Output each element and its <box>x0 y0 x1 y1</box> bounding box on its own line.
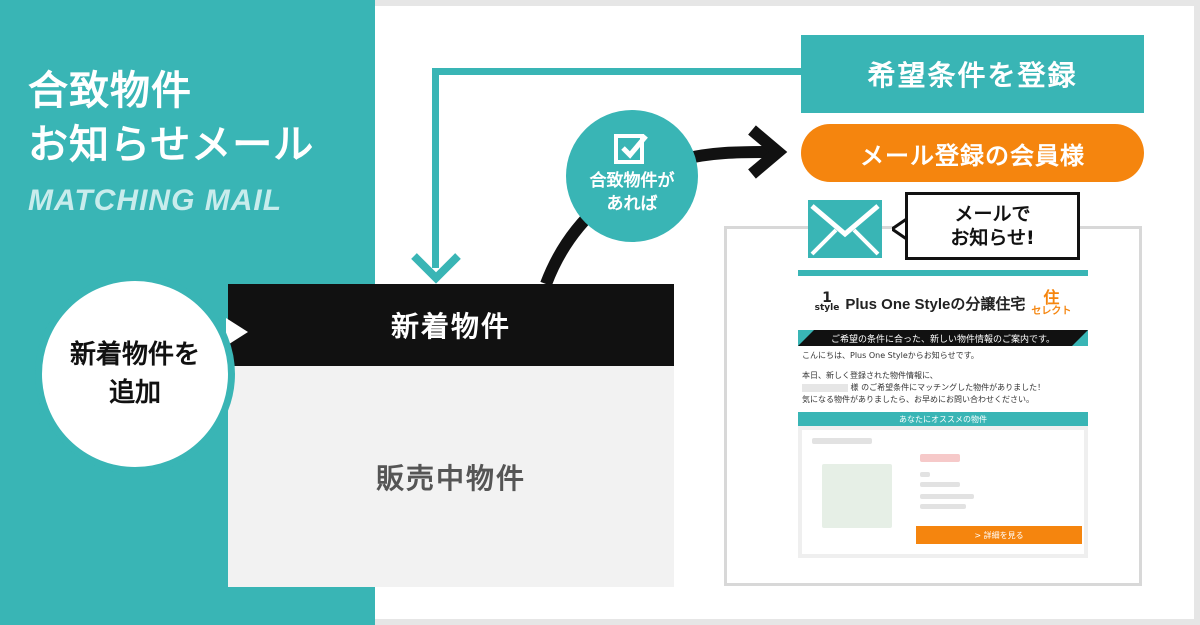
bubble-line-1: 新着物件を <box>69 340 200 370</box>
notify-line-1: メールで <box>954 203 1031 225</box>
connector-line-vertical <box>432 68 439 268</box>
blurred-text-3 <box>920 494 974 499</box>
logo-top: 1 <box>822 290 832 306</box>
view-details-button[interactable]: > 詳細を見る <box>916 526 1082 544</box>
sumai-mark-bottom: セレクト <box>1031 305 1072 317</box>
brand-row: 1 style Plus One Styleの分譲住宅 住 セレクト <box>798 276 1088 330</box>
plus-one-style-logo: 1 style <box>814 290 840 313</box>
page-title: 合致物件 お知らせメール <box>28 64 314 172</box>
page-subtitle: MATCHING MAIL <box>28 184 283 217</box>
register-conditions-box: 希望条件を登録 <box>801 35 1144 113</box>
floor-plan-image <box>822 464 892 528</box>
email-preview: 1 style Plus One Styleの分譲住宅 住 セレクト ご希望の条… <box>798 270 1088 572</box>
match-line-2: あれば <box>606 194 658 214</box>
logo-bottom: style <box>814 303 840 313</box>
recommended-property-inner: > 詳細を見る <box>802 430 1084 554</box>
blurred-text-4 <box>920 504 966 509</box>
blurred-text-1 <box>920 472 930 477</box>
title-line-2: お知らせメール <box>28 122 315 168</box>
sumai-select-logo: 住 セレクト <box>1031 287 1072 317</box>
recommended-property-card: > 詳細を見る <box>798 426 1088 558</box>
check-square-icon <box>566 130 698 166</box>
match-line-1: 合致物件が <box>589 171 675 191</box>
new-properties-panel: 新着物件 販売中物件 <box>228 284 674 587</box>
email-greeting: こんにちは、Plus One Styleからお知らせです。 <box>802 351 979 360</box>
mail-notify-box: メールで お知らせ! <box>905 192 1080 260</box>
right-frame <box>375 0 1200 625</box>
envelope-icon <box>808 200 882 258</box>
bubble-line-2: 追加 <box>108 378 161 408</box>
title-line-1: 合致物件 <box>28 68 192 114</box>
email-banner: ご希望の条件に合った、新しい物件情報のご案内です。 <box>798 330 1088 346</box>
email-body-line-2: 様 のご希望条件にマッチングした物件がありました！ <box>850 383 1046 392</box>
recipient-name-blurred <box>802 383 848 392</box>
add-new-property-bubble: 新着物件を 追加 <box>35 274 235 474</box>
blurred-price <box>920 454 960 462</box>
chevron-down-icon <box>411 253 461 284</box>
email-top-bar <box>798 270 1088 276</box>
connector-line-horizontal <box>432 68 802 75</box>
new-properties-header: 新着物件 <box>228 284 674 366</box>
bubble-tail <box>226 318 248 346</box>
email-body-line-3: 気になる物件がありましたら、お早めにお問い合わせください。 <box>802 395 1034 404</box>
on-sale-properties-label: 販売中物件 <box>375 461 526 495</box>
mail-member-pill: メール登録の会員様 <box>801 124 1144 182</box>
notify-line-2: お知らせ! <box>950 227 1035 249</box>
blurred-text-2 <box>920 482 960 487</box>
sumai-mark-top: 住 <box>1043 287 1060 307</box>
email-body: こんにちは、Plus One Styleからお知らせです。 本日、新しく登録され… <box>798 346 1088 406</box>
email-body-line-1: 本日、新しく登録された物件情報に、 <box>802 371 938 380</box>
blurred-title <box>812 438 872 444</box>
recommended-header: あなたにオススメの物件 <box>798 412 1088 426</box>
match-condition-circle: 合致物件が あれば <box>566 110 698 242</box>
brand-name: Plus One Styleの分譲住宅 <box>845 295 1026 313</box>
